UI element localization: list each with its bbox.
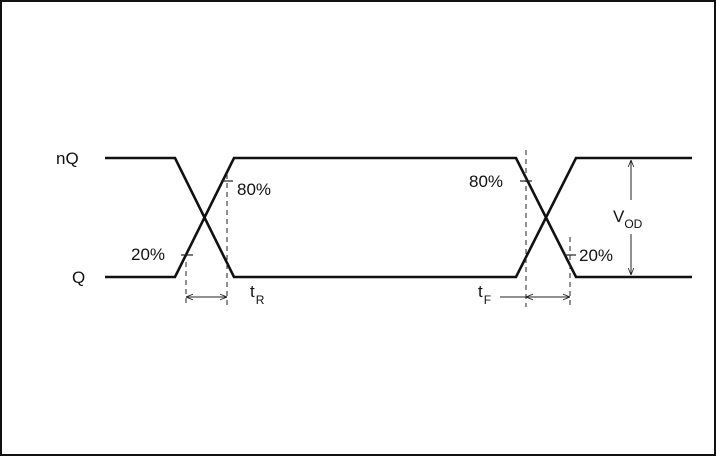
nq-label: nQ bbox=[56, 149, 79, 168]
q-label: Q bbox=[72, 268, 85, 287]
fall-80-label: 80% bbox=[469, 172, 503, 191]
rise-80-label: 80% bbox=[237, 180, 271, 199]
rise-20-label: 20% bbox=[131, 245, 165, 264]
vod-label-backing bbox=[612, 200, 650, 234]
q-waveform bbox=[105, 156, 692, 279]
rise-time-label: tR bbox=[250, 282, 265, 307]
nq-waveform bbox=[105, 156, 692, 279]
fall-time-label: tF bbox=[478, 282, 491, 307]
vod-label: VOD bbox=[613, 207, 643, 231]
fall-20-label: 20% bbox=[579, 246, 613, 265]
